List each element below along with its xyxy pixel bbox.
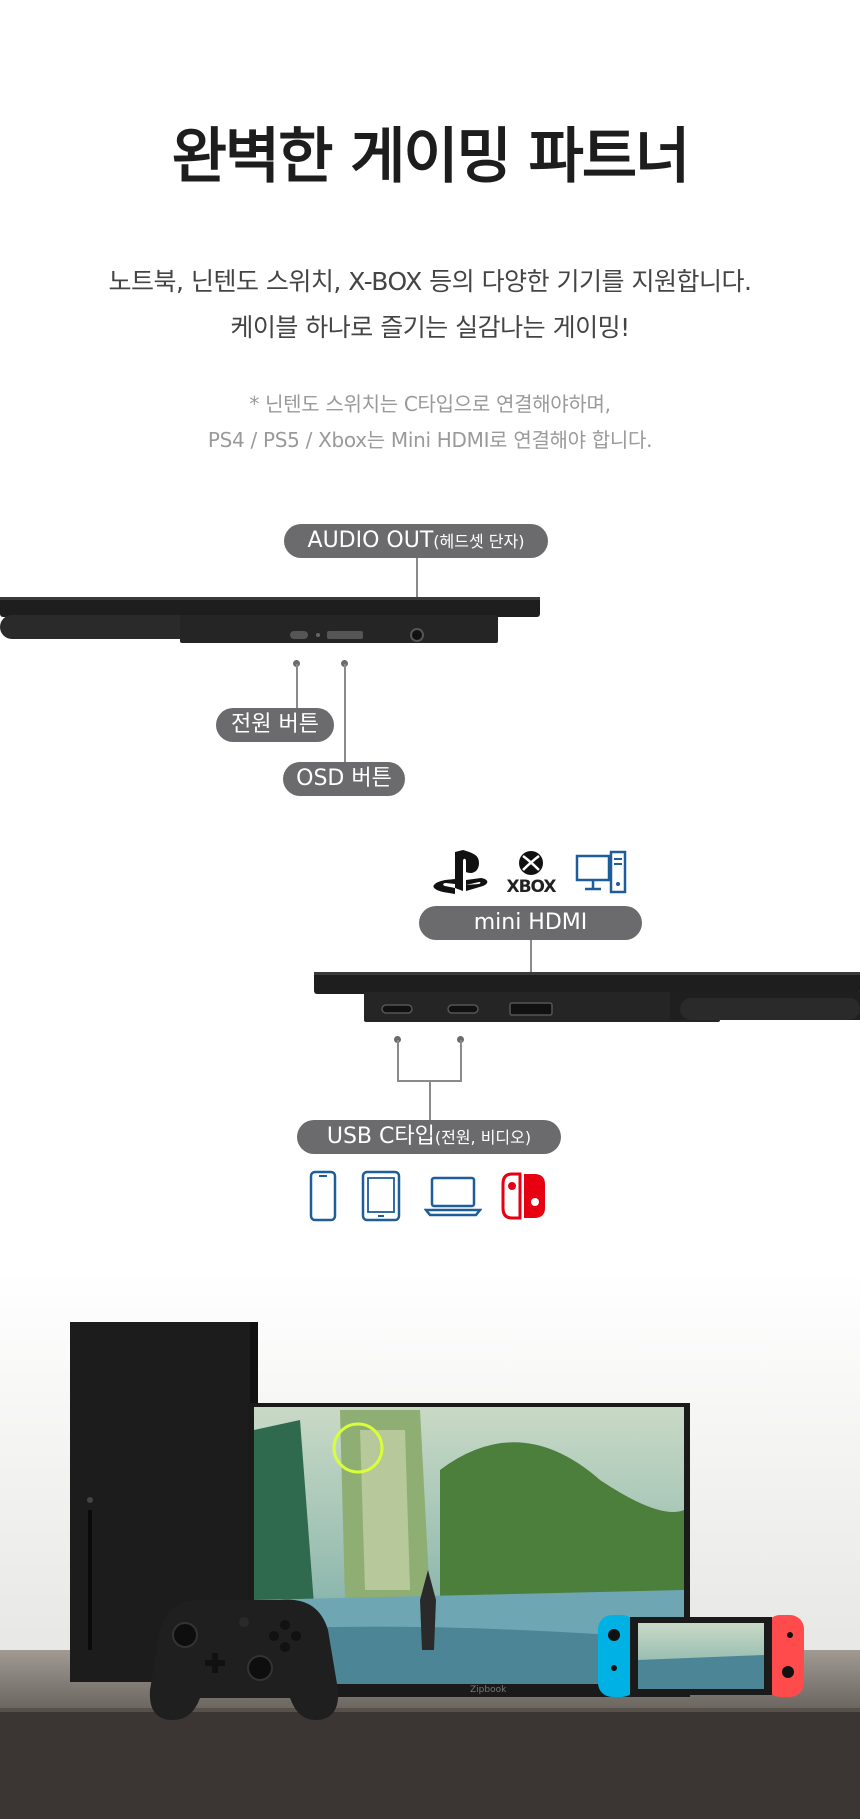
osd-button-label: OSD 버튼	[283, 762, 405, 796]
playstation-icon	[433, 850, 488, 894]
monitor-brand-text: Zipbook	[470, 1685, 507, 1695]
nintendo-switch-device	[598, 1615, 804, 1697]
audio-jack-shape	[410, 628, 424, 642]
audio-out-text: AUDIO OUT	[307, 528, 434, 553]
osd-button-shape	[327, 631, 363, 639]
usb-dot-2	[457, 1036, 464, 1043]
audio-out-leader	[416, 558, 418, 628]
usb-leader-2	[460, 1040, 462, 1082]
osd-leader	[344, 664, 346, 762]
power-button-shape	[290, 631, 308, 639]
mini-hdmi-label: mini HDMI	[419, 906, 642, 940]
description-line-1: 노트북, 닌텐도 스위치, X-BOX 등의 다양한 기기를 지원합니다.	[108, 267, 752, 296]
usb-c-subtext: (전원, 비디오)	[434, 1128, 532, 1147]
usb-leader-1	[397, 1040, 399, 1082]
usb-dot-1	[394, 1036, 401, 1043]
mini-hdmi-leader	[530, 940, 532, 1000]
usb-c-label: USB C타입(전원, 비디오)	[297, 1120, 561, 1154]
nintendo-switch-icon	[501, 1172, 545, 1220]
usb-c-port-1	[381, 1004, 413, 1014]
xbox-icon: XBOX	[502, 850, 560, 896]
smartphone-icon	[309, 1170, 337, 1222]
xbox-controller	[149, 1599, 339, 1720]
power-button-label: 전원 버튼	[216, 708, 334, 742]
mini-hdmi-port	[509, 1002, 553, 1016]
description-line-2: 케이블 하나로 즐기는 실감나는 게이밍!	[230, 313, 630, 342]
power-leader	[296, 664, 298, 708]
usb-c-port-2	[447, 1004, 479, 1014]
gaming-scene-illustration: Zipbook	[0, 1270, 860, 1819]
laptop-icon	[424, 1176, 482, 1217]
note-line-2: PS4 / PS5 / Xbox는 Mini HDMI로 연결해야 합니다.	[207, 428, 653, 452]
monitor-side-edge	[314, 972, 860, 1022]
note-line-1: * 닌텐도 스위치는 C타입으로 연결해야하며,	[249, 392, 611, 416]
page-title: 완벽한 게이밍 파트너	[171, 122, 691, 192]
usb-c-text: USB C타입	[326, 1124, 435, 1149]
tablet-icon	[361, 1170, 401, 1222]
desktop-pc-icon	[575, 850, 627, 894]
audio-out-subtext: (헤드셋 단자)	[433, 532, 525, 551]
osd-dot	[341, 660, 348, 667]
xbox-icon-text: XBOX	[506, 877, 556, 897]
monitor-bottom-edge	[0, 597, 540, 643]
usb-leader-stem	[429, 1080, 431, 1120]
audio-out-label: AUDIO OUT(헤드셋 단자)	[284, 524, 548, 558]
power-dot	[293, 660, 300, 667]
